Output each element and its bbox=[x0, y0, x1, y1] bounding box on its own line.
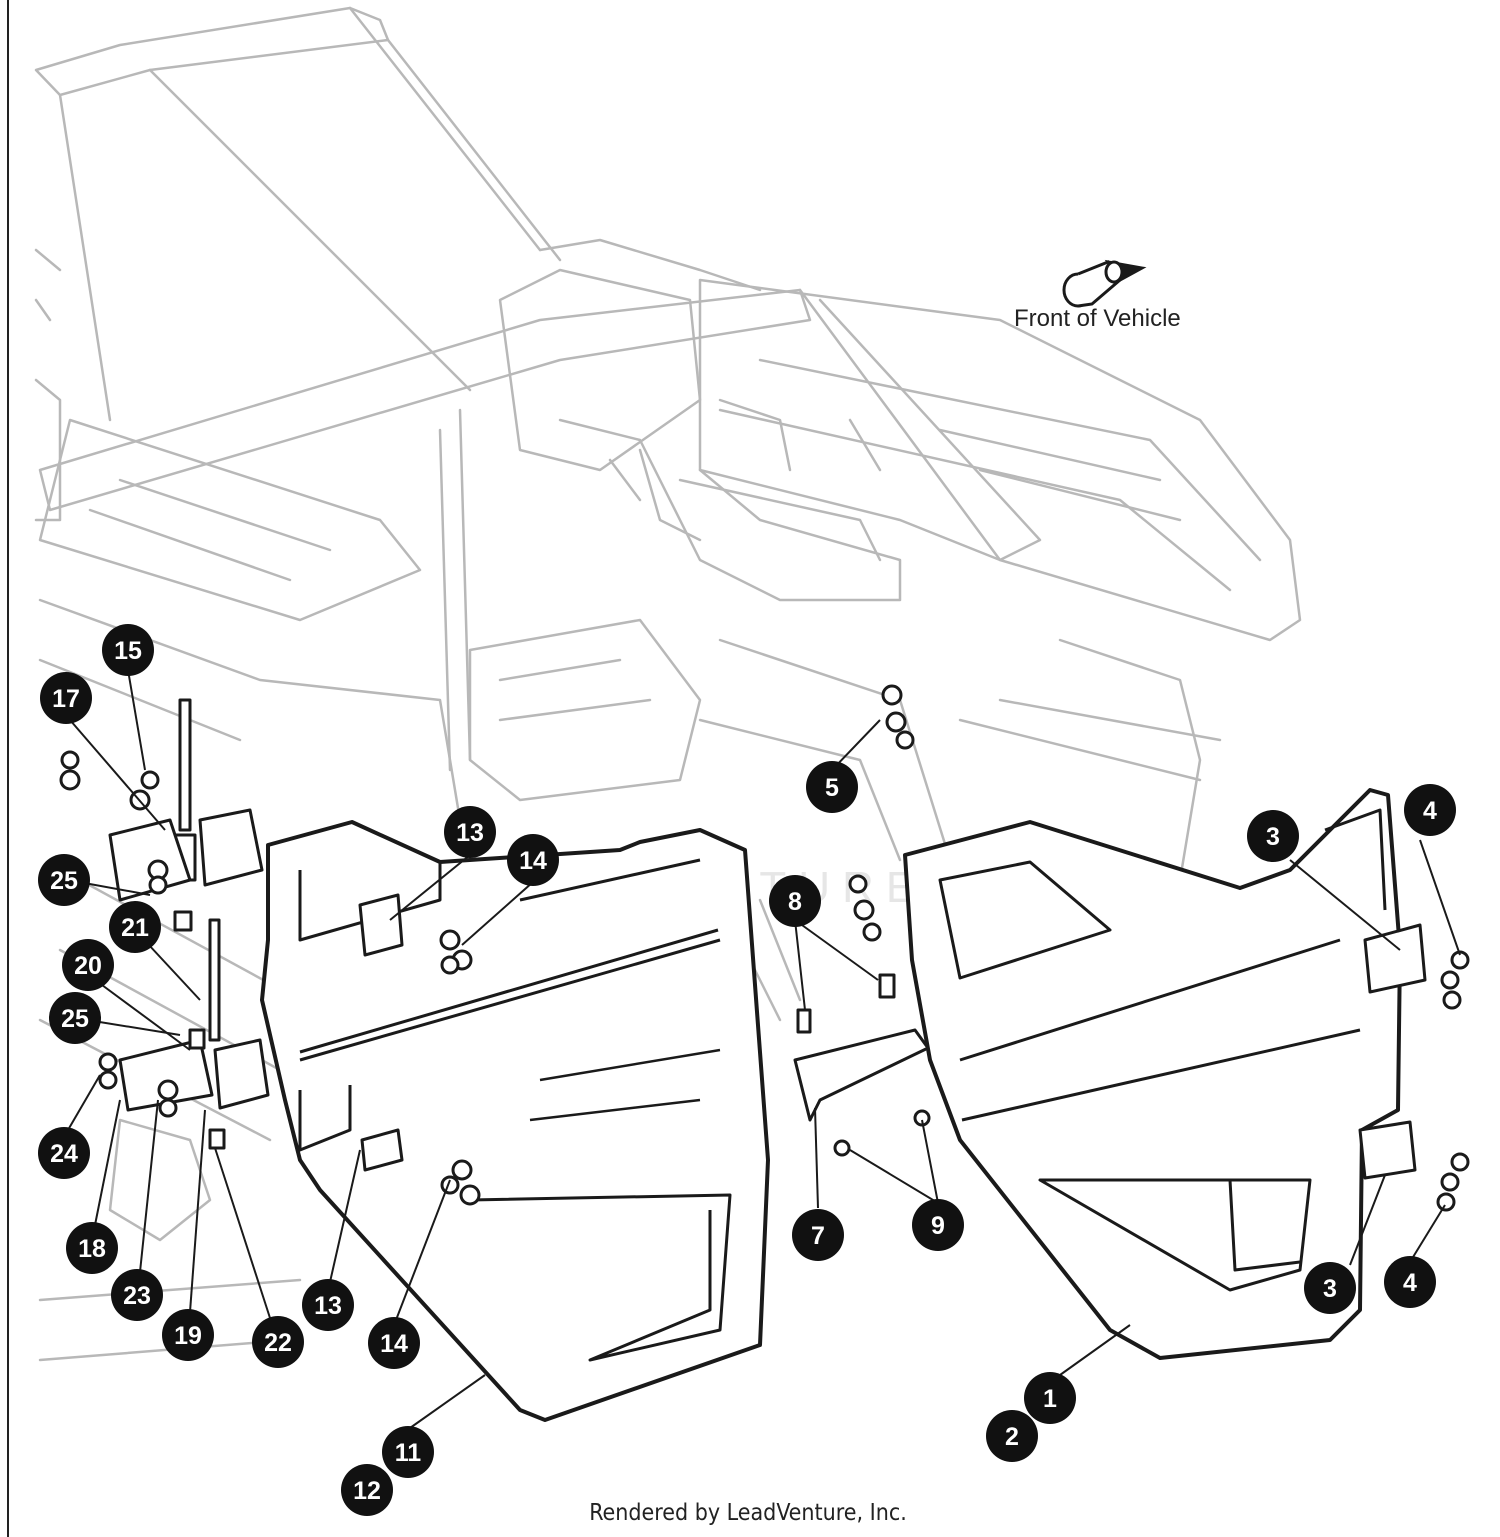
callout-number: 15 bbox=[114, 637, 142, 665]
callout-badge bbox=[162, 1309, 214, 1361]
callout-2: 2 bbox=[986, 1410, 1038, 1462]
callout-1: 1 bbox=[1024, 1372, 1076, 1424]
callout-3: 3 bbox=[1304, 1262, 1356, 1314]
callout-badge bbox=[1247, 810, 1299, 862]
callout-19: 19 bbox=[162, 1309, 214, 1361]
callout-25: 25 bbox=[49, 992, 101, 1044]
callout-badge bbox=[302, 1279, 354, 1331]
callout-badge bbox=[102, 624, 154, 676]
door-striker-bracket bbox=[793, 1028, 930, 1122]
callout-number: 1 bbox=[1043, 1385, 1057, 1413]
rear-door-panel bbox=[260, 820, 770, 1422]
callout-badge bbox=[912, 1199, 964, 1251]
callout-17: 17 bbox=[40, 672, 92, 724]
callout-21: 21 bbox=[109, 901, 161, 953]
callout-badge bbox=[341, 1464, 393, 1516]
callout-number: 5 bbox=[825, 774, 839, 802]
callout-badge bbox=[1304, 1262, 1356, 1314]
callout-badge bbox=[792, 1209, 844, 1261]
callout-25: 25 bbox=[38, 854, 90, 906]
callout-4: 4 bbox=[1404, 784, 1456, 836]
callout-badge bbox=[806, 761, 858, 813]
callout-number: 20 bbox=[74, 952, 102, 980]
callout-badge bbox=[38, 1127, 90, 1179]
callout-number: 14 bbox=[380, 1330, 408, 1358]
front-of-vehicle-label: Front of Vehicle bbox=[1014, 305, 1181, 332]
callout-badge bbox=[1024, 1372, 1076, 1424]
callout-badge bbox=[507, 834, 559, 886]
callout-badge bbox=[444, 806, 496, 858]
hardware-parts bbox=[59, 684, 1470, 1212]
hinge-pin-lower bbox=[208, 918, 221, 1042]
callout-14: 14 bbox=[368, 1317, 420, 1369]
callout-number: 21 bbox=[121, 914, 149, 942]
callout-number: 24 bbox=[50, 1140, 78, 1168]
callout-14: 14 bbox=[507, 834, 559, 886]
callout-number: 3 bbox=[1266, 823, 1280, 851]
callout-number: 9 bbox=[931, 1212, 945, 1240]
callout-13: 13 bbox=[444, 806, 496, 858]
callout-11: 11 bbox=[382, 1426, 434, 1478]
callout-badge bbox=[111, 1269, 163, 1321]
callout-badge bbox=[38, 854, 90, 906]
callout-number: 4 bbox=[1423, 797, 1437, 825]
direction-arrow-icon bbox=[1062, 259, 1147, 308]
callout-13: 13 bbox=[302, 1279, 354, 1331]
callout-number: 23 bbox=[123, 1282, 151, 1310]
callout-number: 7 bbox=[811, 1222, 825, 1250]
callout-24: 24 bbox=[38, 1127, 90, 1179]
leader-lines bbox=[67, 669, 1461, 1429]
hinge-pin-upper bbox=[178, 698, 192, 832]
callout-8: 8 bbox=[769, 875, 821, 927]
callout-badge bbox=[109, 901, 161, 953]
callout-number: 17 bbox=[52, 685, 80, 713]
callout-number: 3 bbox=[1323, 1275, 1337, 1303]
callout-number: 18 bbox=[78, 1235, 106, 1263]
callout-number: 12 bbox=[353, 1477, 381, 1505]
callout-number: 19 bbox=[174, 1322, 202, 1350]
callout-badge bbox=[49, 992, 101, 1044]
callout-12: 12 bbox=[341, 1464, 393, 1516]
callout-badge bbox=[382, 1426, 434, 1478]
callout-number: 13 bbox=[314, 1292, 342, 1320]
callout-badge bbox=[40, 672, 92, 724]
render-credit: Rendered by LeadVenture, Inc. bbox=[589, 1500, 907, 1526]
callout-number: 8 bbox=[788, 888, 802, 916]
callout-number: 22 bbox=[264, 1329, 292, 1357]
callout-number: 2 bbox=[1005, 1423, 1019, 1451]
callout-number: 25 bbox=[50, 867, 78, 895]
callout-20: 20 bbox=[62, 939, 114, 991]
callout-number: 11 bbox=[395, 1439, 422, 1467]
callout-badge bbox=[769, 875, 821, 927]
callout-number: 14 bbox=[519, 847, 547, 875]
callout-number: 25 bbox=[61, 1005, 89, 1033]
callout-badge bbox=[66, 1222, 118, 1274]
callout-9: 9 bbox=[912, 1199, 964, 1251]
callout-15: 15 bbox=[102, 624, 154, 676]
callout-number: 4 bbox=[1403, 1269, 1417, 1297]
callout-3: 3 bbox=[1247, 810, 1299, 862]
callout-badge bbox=[1404, 784, 1456, 836]
callout-badge bbox=[252, 1316, 304, 1368]
callout-badge bbox=[368, 1317, 420, 1369]
callout-22: 22 bbox=[252, 1316, 304, 1368]
callout-18: 18 bbox=[66, 1222, 118, 1274]
callout-5: 5 bbox=[806, 761, 858, 813]
callout-number: 13 bbox=[456, 819, 484, 847]
callout-badge bbox=[62, 939, 114, 991]
callout-badge bbox=[986, 1410, 1038, 1462]
front-of-vehicle-indicator: Front of Vehicle bbox=[1014, 259, 1181, 332]
callout-23: 23 bbox=[111, 1269, 163, 1321]
callout-7: 7 bbox=[792, 1209, 844, 1261]
callout-4: 4 bbox=[1384, 1256, 1436, 1308]
callout-badge bbox=[1384, 1256, 1436, 1308]
